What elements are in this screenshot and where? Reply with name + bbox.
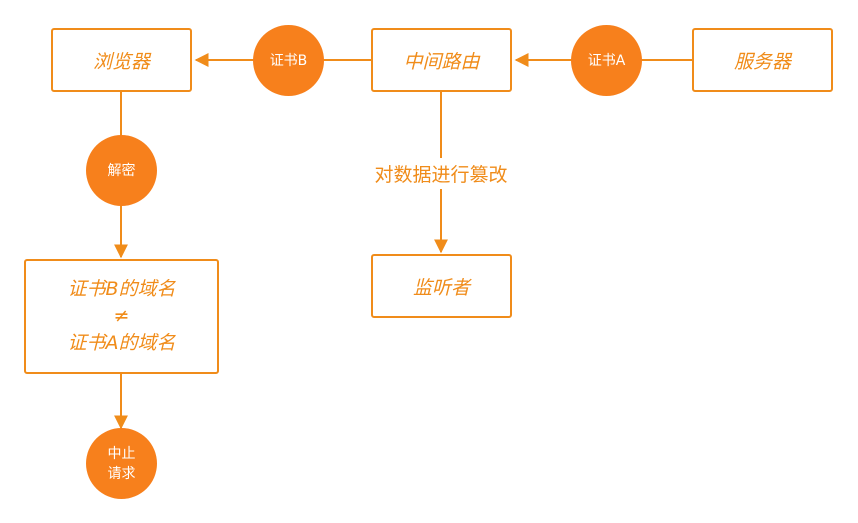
node-browser: 浏览器 [51, 28, 192, 92]
compare-line-1: 证书B的域名 [67, 278, 176, 300]
badge-decrypt: 解密 [86, 135, 157, 206]
badge-cert-b: 证书B [253, 25, 324, 96]
badge-abort-request: 中止 请求 [86, 428, 157, 499]
node-listener: 监听者 [371, 254, 512, 318]
edge-label-tamper-text: 对数据进行篡改 [374, 164, 508, 186]
badge-decrypt-label: 解密 [107, 162, 136, 179]
node-router: 中间路由 [371, 28, 512, 92]
badge-abort-line-1: 中止 [107, 445, 136, 462]
node-listener-label: 监听者 [412, 276, 470, 299]
badge-cert-a: 证书A [571, 25, 642, 96]
compare-line-2: ≠ [113, 305, 130, 327]
badge-abort-line-2: 请求 [107, 465, 136, 482]
compare-line-3: 证书A的域名 [67, 332, 176, 354]
badge-cert-b-label: 证书B [269, 52, 308, 69]
node-domain-compare: 证书B的域名 ≠ 证书A的域名 [24, 259, 219, 374]
node-server: 服务器 [692, 28, 833, 92]
node-router-label: 中间路由 [403, 50, 480, 73]
edge-label-tamper: 对数据进行篡改 [356, 158, 526, 189]
node-server-label: 服务器 [733, 50, 791, 73]
badge-cert-a-label: 证书A [587, 52, 626, 69]
node-browser-label: 浏览器 [92, 50, 150, 73]
